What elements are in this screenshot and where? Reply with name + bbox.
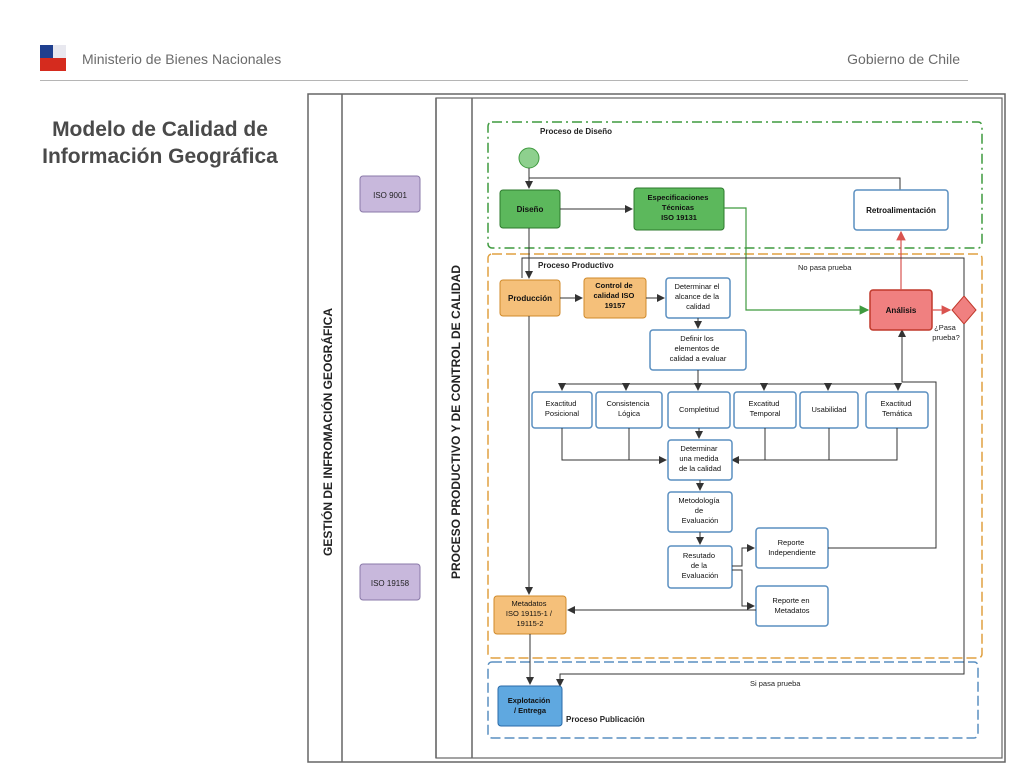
chile-flag-icon [40, 45, 66, 71]
iso19158-box [359, 563, 421, 601]
svg-text:Excatitud Temporal: Excatitud Temporal [749, 399, 782, 418]
svg-text:Reporte en Metadatos: Reporte en Metadatos [772, 596, 811, 615]
especificaciones-node [633, 187, 725, 231]
svg-text:Consistencia Lógica: Consistencia Lógica [606, 399, 651, 418]
svg-text:Especificaciones Técnicas: Especificaciones Técnicas ISO 19131 [648, 193, 711, 222]
design-region-label: Proceso de Diseño [540, 127, 612, 136]
start-node [518, 147, 540, 169]
svg-text:Producción: Producción [508, 294, 552, 303]
header-divider [40, 80, 968, 81]
iso19158-label: ISO 19158 [371, 579, 410, 588]
svg-text:Reporte Independiente: Reporte Independiente [768, 538, 816, 557]
svg-text:Completitud: Completitud [679, 405, 719, 414]
explotacion-node [497, 685, 563, 727]
lane-inner-label: PROCESO PRODUCTIVO Y DE CONTROL DE CALID… [449, 265, 463, 579]
lane-outer-label: GESTIÓN DE INFROMACIÓN GEOGRÁFICA [320, 308, 335, 556]
no-pasa-label: No pasa prueba [798, 263, 852, 272]
publication-region-label: Proceso Publicación [566, 715, 645, 724]
retroalimentacion-node [853, 189, 949, 231]
svg-text:Usabilidad: Usabilidad [811, 405, 846, 414]
ministry-label: Ministerio de Bienes Nacionales [82, 51, 282, 67]
government-label: Gobierno de Chile [847, 51, 960, 67]
publication-region [487, 661, 979, 739]
production-region [487, 253, 983, 659]
svg-text:Control de calidad ISO: Control de calidad ISO 19157 [594, 281, 637, 310]
svg-text:Metadatos ISO 19115-1 /: Metadatos ISO 19115-1 / 19115-2 [506, 599, 554, 628]
svg-text:Metodología de Evaluac: Metodología de Evaluación [678, 496, 721, 525]
resultado-node [667, 545, 733, 589]
svg-text:Diseño: Diseño [517, 205, 544, 214]
iso9001-label: ISO 9001 [373, 191, 407, 200]
iso9001-box [359, 175, 421, 213]
svg-text:¿Pasa prueba?: ¿Pasa prueba? [932, 323, 960, 342]
svg-text:Determinar una medida: Determinar una medida de la calidad [679, 444, 721, 473]
page-title: Modelo de Calidad de Información Geográf… [42, 118, 278, 168]
si-pasa-label: Si pasa prueba [750, 679, 801, 688]
svg-text:Retroalimentación: Retroalimentación [866, 206, 936, 215]
svg-text:Análisis: Análisis [886, 306, 917, 315]
svg-text:Determinar el alcance de l: Determinar el alcance de la calidad [674, 282, 721, 311]
svg-text:Explotación / Entrega: Explotación / Entrega [508, 696, 553, 715]
reporte-metadatos-node [755, 585, 829, 627]
svg-text:Definir los elementos de: Definir los elementos de calidad a evalu… [670, 334, 727, 363]
svg-text:Resutado de la Evaluac: Resutado de la Evaluación [682, 551, 719, 580]
svg-text:Exactitud Posicional: Exactitud Posicional [545, 399, 580, 418]
production-region-label: Proceso Productivo [538, 261, 614, 270]
quality-model-diagram: GESTIÓN DE INFROMACIÓN GEOGRÁFICA PROCES… [307, 93, 1006, 763]
design-region [487, 121, 983, 249]
svg-text:Exactitud Temática: Exactitud Temática [881, 399, 914, 418]
